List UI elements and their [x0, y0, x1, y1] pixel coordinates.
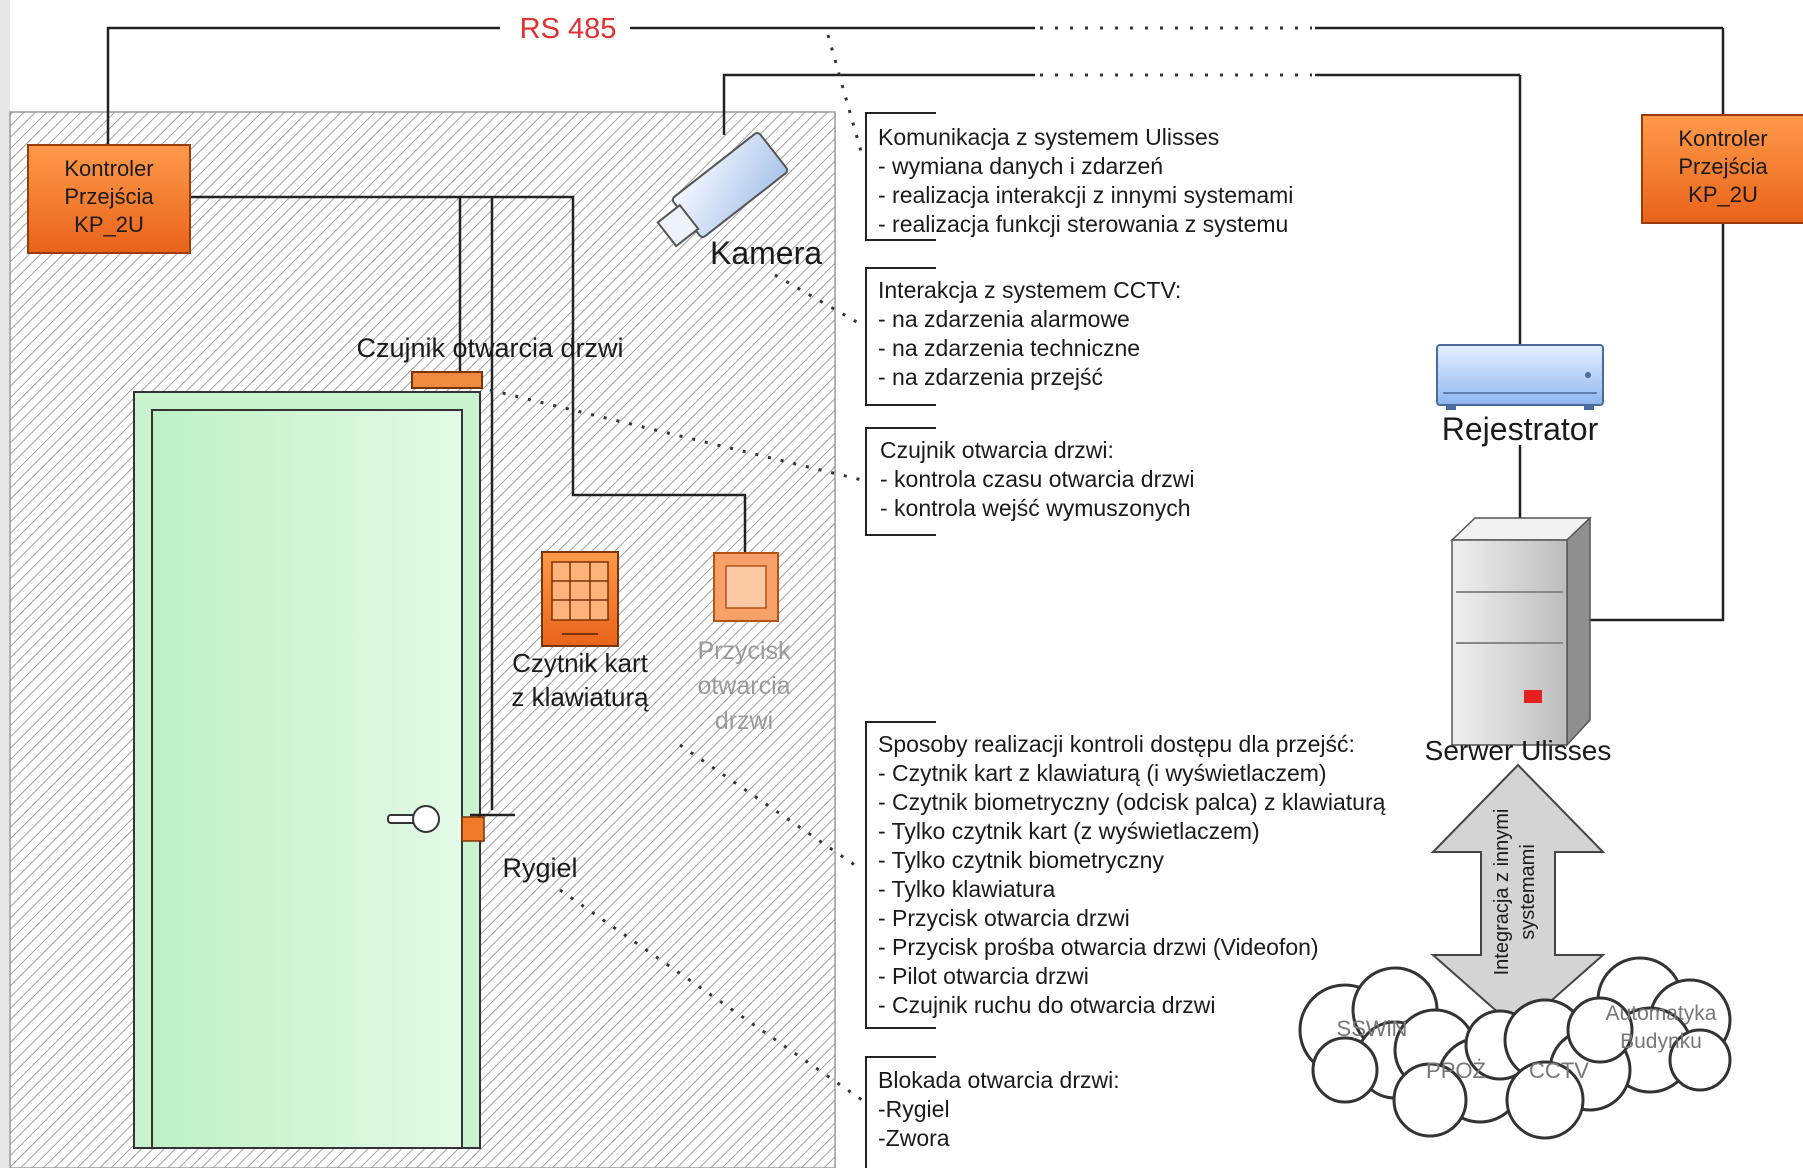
info-line: Komunikacja z systemem Ulisses — [878, 124, 1219, 150]
info-line: Interakcja z systemem CCTV: — [878, 277, 1181, 303]
exit-button-label-line2: otwarcia — [697, 672, 790, 700]
controller-right-line: Przejścia — [1678, 154, 1768, 179]
info-line: - na zdarzenia przejść — [878, 364, 1103, 390]
info-line: - kontrola wejść wymuszonych — [880, 495, 1191, 521]
info-line: - na zdarzenia techniczne — [878, 335, 1140, 361]
card-reader-icon — [541, 551, 619, 647]
controller-left-line: KP_2U — [74, 212, 144, 237]
camera-icon — [656, 132, 789, 248]
exit-button-label-line3: drzwi — [715, 707, 773, 735]
info-line: - Przycisk prośba otwarcia drzwi (Videof… — [878, 934, 1319, 960]
controller-right: Kontroler Przejścia KP_2U — [1641, 114, 1803, 224]
recorder-icon — [1436, 344, 1604, 410]
door-sensor-icon — [411, 371, 483, 389]
controller-left-line: Kontroler — [64, 156, 153, 181]
info-block-access-methods: Sposoby realizacji kontroli dostępu dla … — [878, 731, 1386, 1018]
integration-label-line2: systemami — [1517, 844, 1539, 940]
info-line: - Tylko czytnik biometryczny — [878, 847, 1164, 873]
info-line: - wymiana danych i zdarzeń — [878, 153, 1163, 179]
exit-button-icon — [713, 552, 779, 622]
card-reader-label-line2: z klawiaturą — [511, 682, 649, 712]
exit-button-label-line1: Przycisk — [697, 637, 791, 665]
controller-right-line: KP_2U — [1688, 182, 1758, 207]
frame-strip — [0, 0, 10, 1168]
server-label: Serwer Ulisses — [1425, 735, 1612, 766]
info-block-door-sensor: Czujnik otwarcia drzwi: - kontrola czasu… — [880, 437, 1194, 521]
integration-label-line1: Integracja z innymi — [1491, 809, 1513, 976]
camera-label: Kamera — [710, 235, 822, 271]
cloud-ppoz-label: PPOŻ — [1426, 1058, 1486, 1083]
door-handle-icon — [387, 805, 440, 833]
info-line: - realizacja interakcji z innymi systema… — [878, 182, 1293, 208]
pointer-lines — [489, 34, 864, 1102]
info-line: - realizacja funkcji sterowania z system… — [878, 211, 1288, 237]
info-line: - na zdarzenia alarmowe — [878, 306, 1130, 332]
bus-label: RS 485 — [520, 13, 617, 45]
cloud-labels: SSWiN PPOŻ CCTV Automatyka Budynku — [1337, 1002, 1717, 1083]
info-line: - Przycisk otwarcia drzwi — [878, 905, 1130, 931]
controller-right-line: Kontroler — [1678, 126, 1767, 151]
info-line: - Pilot otwarcia drzwi — [878, 963, 1089, 989]
door-icon — [133, 391, 481, 1149]
cloud-sswin-label: SSWiN — [1337, 1016, 1408, 1041]
info-line: Blokada otwarcia drzwi: — [878, 1067, 1120, 1093]
cloud-group — [1298, 956, 1732, 1140]
door-sensor-label: Czujnik otwarcia drzwi — [356, 333, 623, 363]
bolt-label: Rygiel — [502, 853, 577, 883]
controller-left-line: Przejścia — [64, 184, 154, 209]
info-line: - Czytnik kart z klawiaturą (i wyświetla… — [878, 760, 1327, 786]
cloud-cctv-label: CCTV — [1529, 1058, 1589, 1083]
info-line: - kontrola czasu otwarcia drzwi — [880, 466, 1194, 492]
cloud-cctv-icon — [1503, 996, 1634, 1140]
bolt-icon — [461, 813, 515, 842]
cloud-automation-label-line2: Budynku — [1620, 1030, 1702, 1053]
info-line: - Czytnik biometryczny (odcisk palca) z … — [878, 789, 1386, 815]
info-line: - Tylko klawiatura — [878, 876, 1055, 902]
info-brackets — [865, 112, 936, 1168]
info-line: -Zwora — [878, 1125, 950, 1151]
info-line: Sposoby realizacji kontroli dostępu dla … — [878, 731, 1355, 757]
recorder-label: Rejestrator — [1442, 411, 1599, 447]
bus-dotted-segments — [1040, 26, 1312, 77]
card-reader-label-line1: Czytnik kart — [512, 648, 649, 678]
info-line: Czujnik otwarcia drzwi: — [880, 437, 1114, 463]
server-icon — [1450, 516, 1592, 747]
info-line: - Czujnik ruchu do otwarcia drzwi — [878, 992, 1215, 1018]
cloud-automation-label-line1: Automatyka — [1606, 1002, 1717, 1025]
info-block-lock: Blokada otwarcia drzwi: -Rygiel -Zwora — [878, 1067, 1120, 1151]
controller-left: Kontroler Przejścia KP_2U — [27, 144, 191, 254]
info-line: - Tylko czytnik kart (z wyświetlaczem) — [878, 818, 1260, 844]
info-block-ulisses: Komunikacja z systemem Ulisses - wymiana… — [878, 124, 1293, 237]
info-line: -Rygiel — [878, 1096, 950, 1122]
info-block-cctv: Interakcja z systemem CCTV: - na zdarzen… — [878, 277, 1181, 390]
